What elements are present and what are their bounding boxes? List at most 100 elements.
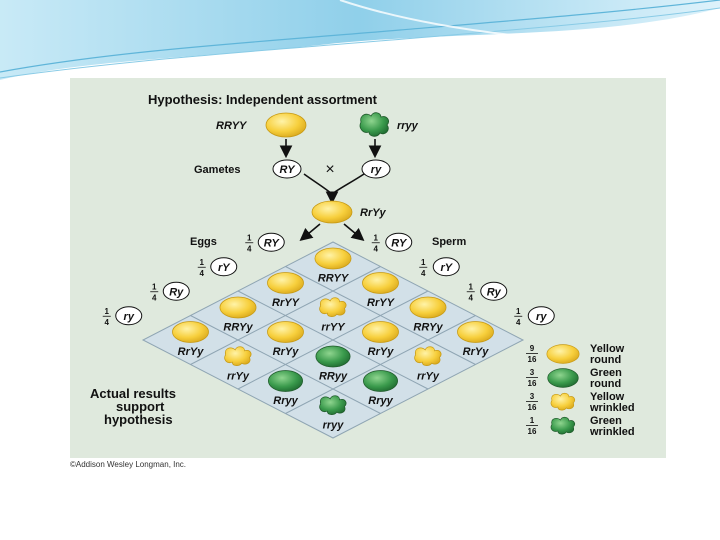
legend-fraction-den: 16	[528, 379, 537, 388]
yellow-wrinkled-pea-icon	[224, 346, 252, 366]
cell-genotype: rrYy	[417, 371, 440, 383]
cell-genotype: RrYy	[463, 346, 490, 358]
egg-fraction-num: 1	[247, 233, 252, 242]
gametes-label: Gametes	[194, 164, 240, 176]
punnett-cell: RRYy	[219, 296, 257, 334]
dihybrid-cross-figure: Hypothesis: Independent assortment RRYY …	[70, 78, 666, 458]
punnett-square: RRYYRrYYRRYyRrYyRrYYrrYYRrYyrrYyRRYyRrYy…	[141, 241, 525, 439]
sperm-fraction-num: 1	[469, 282, 474, 291]
cell-genotype: rryy	[323, 420, 345, 432]
cell-genotype: RrYY	[272, 297, 301, 309]
green-round-pea-icon	[363, 370, 398, 392]
egg-allele: Ry	[169, 286, 184, 298]
cell-genotype: RRyy	[319, 371, 348, 383]
punnett-cell: RrYy	[267, 321, 304, 358]
egg-fraction-den: 4	[152, 293, 157, 302]
egg-allele: rY	[218, 262, 231, 274]
parent-right-pea-icon	[359, 112, 389, 137]
legend-label-line2: wrinkled	[589, 426, 635, 438]
sperm-fraction-den: 4	[374, 244, 379, 253]
punnett-cell: RrYY	[267, 272, 304, 309]
cell-genotype: RrYy	[178, 346, 205, 358]
parent-right-genotype: rryy	[397, 120, 419, 132]
gamete-left-allele: RY	[279, 164, 296, 176]
sperm-allele: rY	[440, 262, 453, 274]
egg-fraction-num: 1	[105, 307, 110, 316]
figure-title: Hypothesis: Independent assortment	[148, 92, 378, 107]
eggs-label: Eggs	[190, 236, 217, 248]
sperm-gamete: Ry 1 4	[466, 281, 508, 302]
f1-pea-icon	[311, 200, 353, 224]
egg-gamete: ry 1 4	[102, 306, 143, 327]
sperm-fraction-den: 4	[516, 318, 521, 327]
yellow-round-pea-icon	[546, 344, 580, 364]
gamete-right: ry	[361, 159, 391, 179]
cell-genotype: RRYY	[318, 273, 350, 285]
sperm-allele: Ry	[487, 286, 502, 298]
sperm-fraction-num: 1	[374, 233, 379, 242]
punnett-cell: rryy	[319, 395, 347, 432]
legend-label-line1: Yellow	[590, 391, 625, 403]
punnett-cell: rrYy	[414, 346, 442, 383]
green-round-pea-icon	[268, 370, 303, 392]
f1-genotype: RrYy	[360, 207, 387, 219]
result-line-1: Actual results	[90, 386, 176, 401]
legend-label-line2: round	[590, 378, 621, 390]
egg-allele: ry	[124, 311, 135, 323]
gamete-left: RY	[272, 159, 302, 179]
yellow-round-pea-icon	[409, 296, 447, 319]
sperm-fraction-den: 4	[469, 293, 474, 302]
punnett-cell: Rryy	[268, 370, 303, 407]
yellow-round-pea-icon	[267, 272, 304, 294]
green-wrinkled-pea-icon	[319, 395, 347, 415]
sperm-fraction-num: 1	[421, 258, 426, 267]
legend-fraction-num: 9	[530, 344, 535, 353]
legend-fraction-num: 3	[530, 368, 535, 377]
cell-genotype: rrYY	[321, 322, 346, 334]
legend-fraction-num: 3	[530, 392, 535, 401]
punnett-cell: RrYy	[362, 321, 399, 358]
copyright-credit: ©Addison Wesley Longman, Inc.	[70, 460, 187, 469]
egg-gamete: RY 1 4	[245, 232, 285, 253]
parent-left-genotype: RRYY	[216, 120, 248, 132]
legend-fraction-num: 1	[530, 416, 535, 425]
punnett-cell: RRYY	[314, 247, 352, 285]
gamete-right-allele: ry	[371, 164, 382, 176]
punnett-cell: RrYY	[362, 272, 399, 309]
green-wrinkled-pea-icon	[550, 416, 576, 435]
legend-label-line1: Green	[590, 415, 622, 427]
egg-allele: RY	[264, 237, 281, 249]
sperm-label: Sperm	[432, 236, 466, 248]
yellow-round-pea-icon	[267, 321, 304, 343]
sperm-fraction-den: 4	[421, 269, 426, 278]
yellow-round-pea-icon	[314, 247, 352, 270]
yellow-wrinkled-pea-icon	[414, 346, 442, 366]
yellow-round-pea-icon	[362, 321, 399, 343]
parent-left-pea-icon	[265, 112, 307, 138]
punnett-cell: RRYy	[409, 296, 447, 334]
sperm-gamete: RY 1 4	[371, 232, 413, 253]
decorative-banner	[0, 0, 720, 80]
phenotype-legend: 916Yellowround316Greenround316Yellowwrin…	[526, 343, 635, 438]
legend-fraction-den: 16	[528, 403, 537, 412]
sperm-allele: RY	[391, 237, 408, 249]
egg-fraction-num: 1	[200, 258, 205, 267]
sperm-gamete: rY 1 4	[419, 257, 460, 278]
egg-fraction-den: 4	[105, 318, 110, 327]
yellow-round-pea-icon	[172, 321, 209, 343]
cell-genotype: RRYy	[223, 322, 253, 334]
cell-genotype: RrYy	[273, 346, 300, 358]
legend-label-line2: round	[590, 354, 621, 366]
punnett-cell: Rryy	[363, 370, 398, 407]
cell-genotype: RRYy	[413, 322, 443, 334]
egg-fraction-den: 4	[247, 244, 252, 253]
punnett-cell: rrYy	[224, 346, 252, 383]
cell-genotype: Rryy	[273, 395, 298, 407]
sperm-fraction-num: 1	[516, 307, 521, 316]
